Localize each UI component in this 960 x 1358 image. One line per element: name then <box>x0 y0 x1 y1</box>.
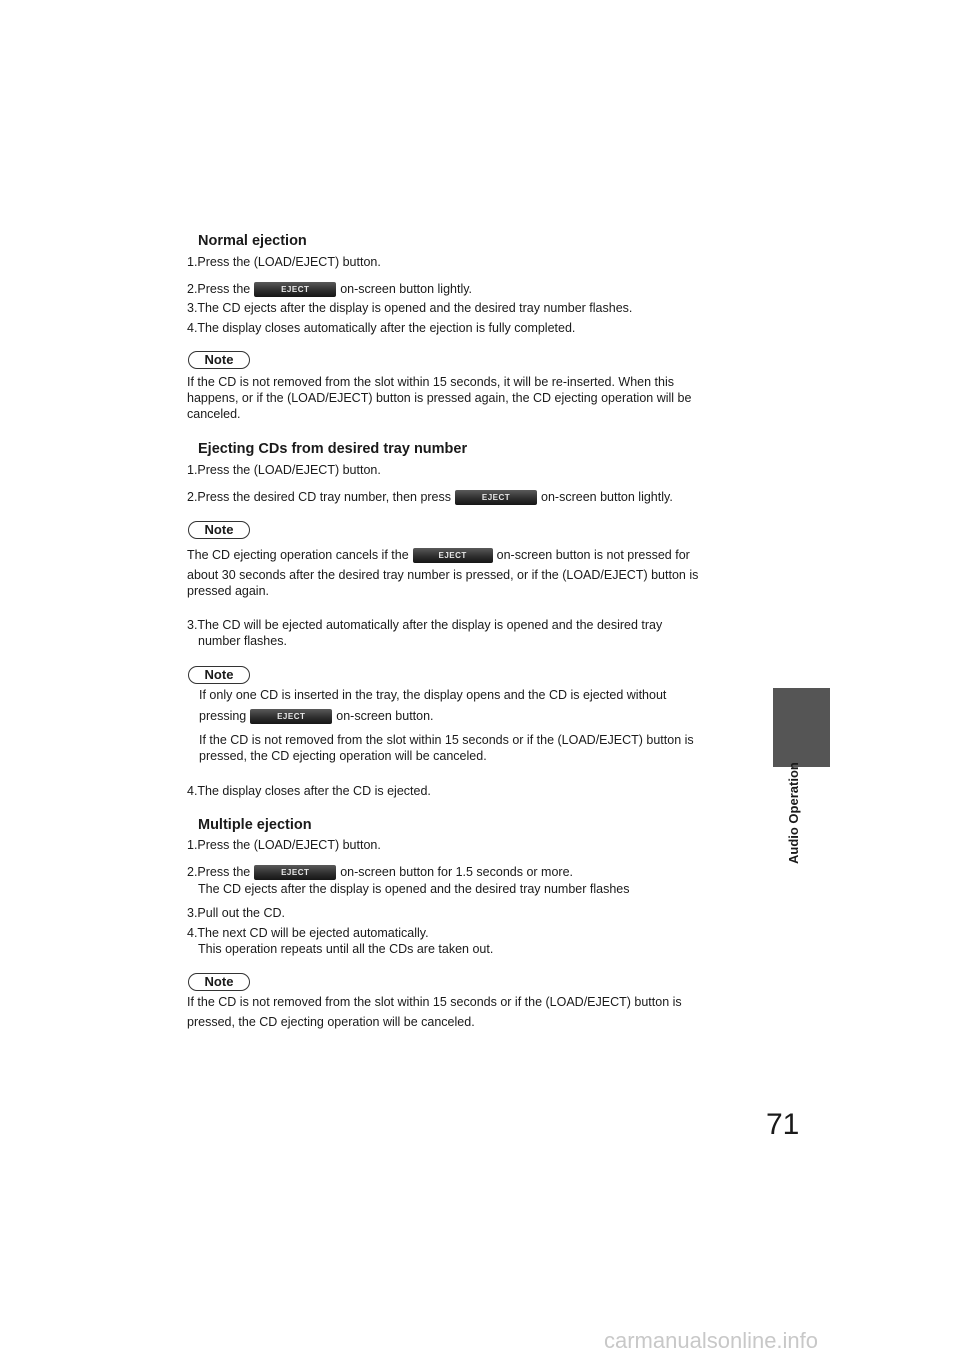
eject-button-image: EJECT <box>254 865 337 881</box>
heading-desired-tray: Ejecting CDs from desired tray number <box>198 441 468 457</box>
step-text: 1.Press the (LOAD/EJECT) button. <box>187 463 381 477</box>
note-text: If the CD is not removed from the slot w… <box>199 733 694 747</box>
note-text: If the CD is not removed from the slot w… <box>187 995 682 1009</box>
step-text-part: 2.Press the desired CD tray number, then… <box>187 490 452 504</box>
step-text: 3.The CD ejects after the display is ope… <box>187 301 633 315</box>
note-text: pressed, the CD ejecting operation will … <box>187 1015 475 1029</box>
watermark: carmanualsonline.info <box>604 1328 819 1353</box>
step-text-part: on-screen button lightly. <box>541 490 673 504</box>
note-text: happens, or if the (LOAD/EJECT) button i… <box>187 391 692 405</box>
note-badge: Note <box>188 973 250 991</box>
eject-button-image: EJECT <box>250 709 333 725</box>
note-text: The CD ejecting operation cancels if the… <box>187 547 690 564</box>
note-badge: Note <box>188 521 250 539</box>
step-text-part: 2.Press the <box>187 282 251 296</box>
step-text: 2.Press the desired CD tray number, then… <box>187 489 673 506</box>
step-text-part: 2.Press the <box>187 865 251 879</box>
note-text: pressed, the CD ejecting operation will … <box>199 749 487 763</box>
step-text: 3.The CD will be ejected automatically a… <box>187 618 663 632</box>
heading-multiple-ejection: Multiple ejection <box>198 817 312 833</box>
step-text: 4.The display closes automatically after… <box>187 321 576 335</box>
eject-button-image: EJECT <box>455 490 538 506</box>
step-text: 4.The next CD will be ejected automatica… <box>187 926 429 940</box>
page-number: 71 <box>766 1108 800 1141</box>
eject-button-image: EJECT <box>254 282 337 298</box>
note-text-part: The CD ejecting operation cancels if the <box>187 548 409 562</box>
note-text: pressed again. <box>187 584 270 598</box>
step-text-part: on-screen button lightly. <box>340 282 473 296</box>
note-text: If only one CD is inserted in the tray, … <box>199 688 667 702</box>
heading-normal-ejection: Normal ejection <box>198 233 307 249</box>
chapter-tab-marker <box>773 688 830 767</box>
step-text: number flashes. <box>198 634 287 648</box>
chapter-side-label: Audio Operation <box>786 762 801 864</box>
step-text: 4.The display closes after the CD is eje… <box>187 784 431 798</box>
note-badge: Note <box>188 351 250 369</box>
eject-button-image: EJECT <box>412 548 493 564</box>
note-text-part: on-screen button is not pressed for <box>496 548 690 562</box>
step-text: 3.Pull out the CD. <box>187 906 285 920</box>
note-text-part: on-screen button. <box>336 709 434 723</box>
note-text: about 30 seconds after the desired tray … <box>187 568 699 582</box>
step-text: 1.Press the (LOAD/EJECT) button. <box>187 838 381 852</box>
step-text-part: on-screen button for 1.5 seconds or more… <box>340 865 573 879</box>
step-text: The CD ejects after the display is opene… <box>198 882 630 896</box>
note-text-part: pressing <box>199 709 247 723</box>
note-badge: Note <box>188 666 250 684</box>
note-text: If the CD is not removed from the slot w… <box>187 375 675 389</box>
step-text: This operation repeats until all the CDs… <box>198 942 494 956</box>
note-text: canceled. <box>187 407 241 421</box>
step-text: 1.Press the (LOAD/EJECT) button. <box>187 255 381 269</box>
